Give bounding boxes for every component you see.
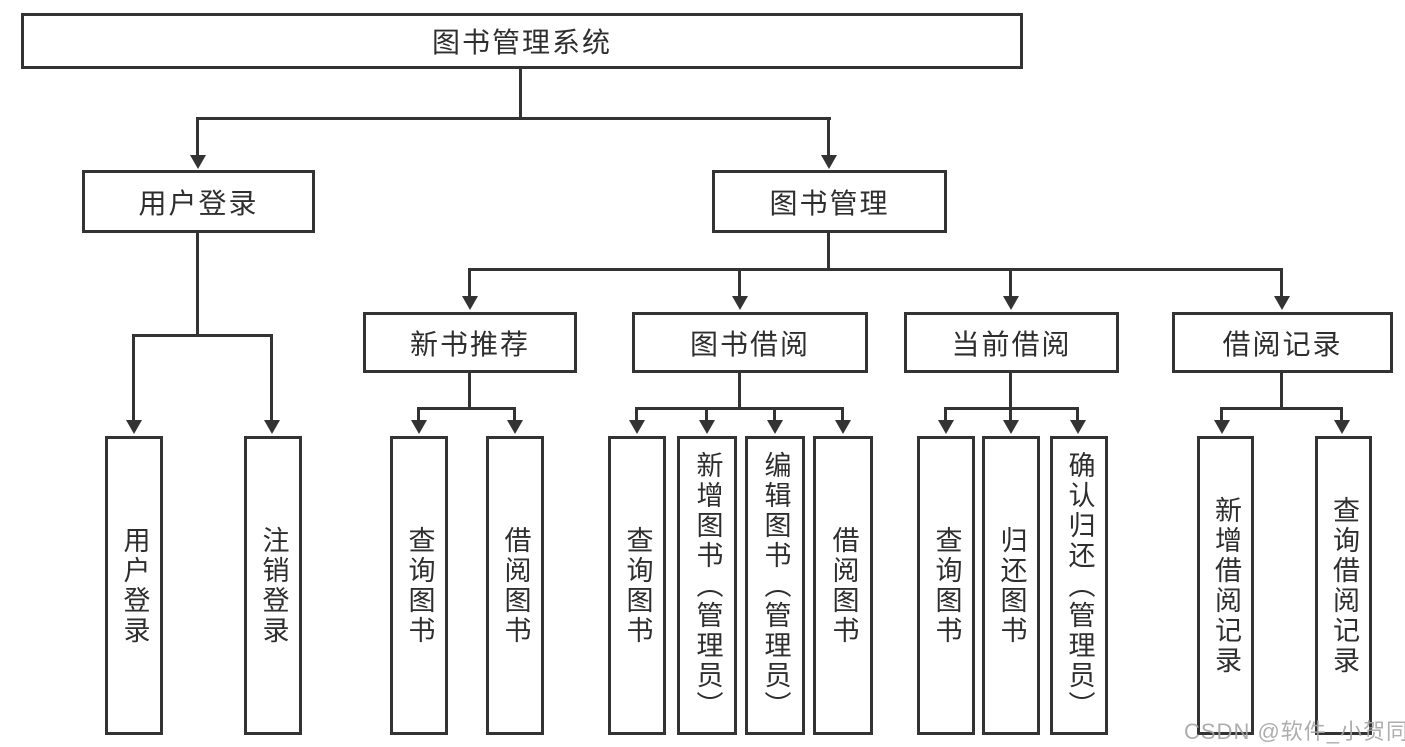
arrow-down-icon <box>1273 268 1290 310</box>
arrow-down-icon <box>834 407 851 434</box>
arrow-down-icon <box>766 407 783 434</box>
node-label: 查询图书 <box>622 525 653 646</box>
node-label: 借阅图书 <box>500 525 531 646</box>
node-new-book-recommendation: 新书推荐 <box>363 312 577 373</box>
arrow-down-icon <box>461 268 478 310</box>
node-label: 用户登录 <box>119 525 150 646</box>
arrow-down-icon <box>125 334 142 434</box>
node-label: 图书管理系统 <box>431 27 612 58</box>
node-label: 当前借阅 <box>951 328 1072 360</box>
leaf-return-books: 归还图书 <box>982 436 1040 735</box>
node-label: 编辑图书（管理员） <box>760 450 791 721</box>
arrow-down-icon <box>1333 407 1350 434</box>
leaf-add-books-admin: 新增图书（管理员） <box>677 436 737 735</box>
leaf-add-borrow-record: 新增借阅记录 <box>1197 436 1254 735</box>
csdn-watermark: CSDN @软件_小贺同学 <box>1184 719 1405 744</box>
connector <box>417 407 516 410</box>
node-label: 查询借阅记录 <box>1329 495 1359 676</box>
node-label: 确认归还（管理员） <box>1064 450 1095 721</box>
node-book-management: 图书管理 <box>712 170 947 233</box>
connector <box>197 117 831 120</box>
node-borrowing-records: 借阅记录 <box>1172 312 1393 373</box>
node-label: 借阅记录 <box>1222 328 1343 360</box>
node-root-library-system: 图书管理系统 <box>21 13 1023 69</box>
arrow-down-icon <box>506 407 523 434</box>
connector <box>635 407 844 410</box>
leaf-edit-books-admin: 编辑图书（管理员） <box>745 436 805 735</box>
connector <box>827 233 830 270</box>
node-book-borrowing: 图书借阅 <box>632 312 868 373</box>
arrow-down-icon <box>698 407 715 434</box>
leaf-borrow-books-recommend: 借阅图书 <box>486 436 544 735</box>
arrow-down-icon <box>1069 407 1086 434</box>
node-label: 查询图书 <box>404 525 435 646</box>
leaf-query-books-current: 查询图书 <box>917 436 975 735</box>
node-current-borrowing: 当前借阅 <box>904 312 1119 373</box>
leaf-logout: 注销登录 <box>244 436 302 735</box>
arrow-down-icon <box>189 117 206 169</box>
node-label: 图书借阅 <box>689 328 810 360</box>
node-label: 新书推荐 <box>409 328 530 360</box>
leaf-user-login: 用户登录 <box>105 436 163 735</box>
leaf-query-books-borrow: 查询图书 <box>608 436 666 735</box>
node-label: 新增借阅记录 <box>1211 495 1241 676</box>
connector <box>738 373 741 409</box>
arrow-down-icon <box>410 407 427 434</box>
node-label: 借阅图书 <box>828 525 859 646</box>
connector <box>519 69 522 119</box>
arrow-down-icon <box>263 334 280 434</box>
node-label: 新增图书（管理员） <box>692 450 723 721</box>
arrow-down-icon <box>1002 407 1019 434</box>
leaf-query-borrow-record: 查询借阅记录 <box>1315 436 1372 735</box>
node-label: 查询图书 <box>931 525 962 646</box>
leaf-query-books-recommend: 查询图书 <box>390 436 448 735</box>
connector <box>196 233 199 336</box>
arrow-down-icon <box>1213 407 1230 434</box>
connector <box>468 268 1283 271</box>
arrow-down-icon <box>628 407 645 434</box>
connector <box>468 373 471 409</box>
node-label: 图书管理 <box>769 187 890 219</box>
arrow-down-icon <box>937 407 954 434</box>
connector <box>132 334 273 337</box>
node-user-login: 用户登录 <box>82 170 315 233</box>
leaf-borrow-books: 借阅图书 <box>813 436 873 735</box>
arrow-down-icon <box>1002 268 1019 310</box>
arrow-down-icon <box>820 117 837 169</box>
leaf-confirm-return-admin: 确认归还（管理员） <box>1050 436 1108 735</box>
node-label: 归还图书 <box>996 525 1027 646</box>
connector <box>1280 373 1283 409</box>
arrow-down-icon <box>731 268 748 310</box>
node-label: 注销登录 <box>258 525 289 646</box>
connector <box>1009 373 1012 409</box>
connector <box>1220 407 1343 410</box>
node-label: 用户登录 <box>138 187 259 219</box>
